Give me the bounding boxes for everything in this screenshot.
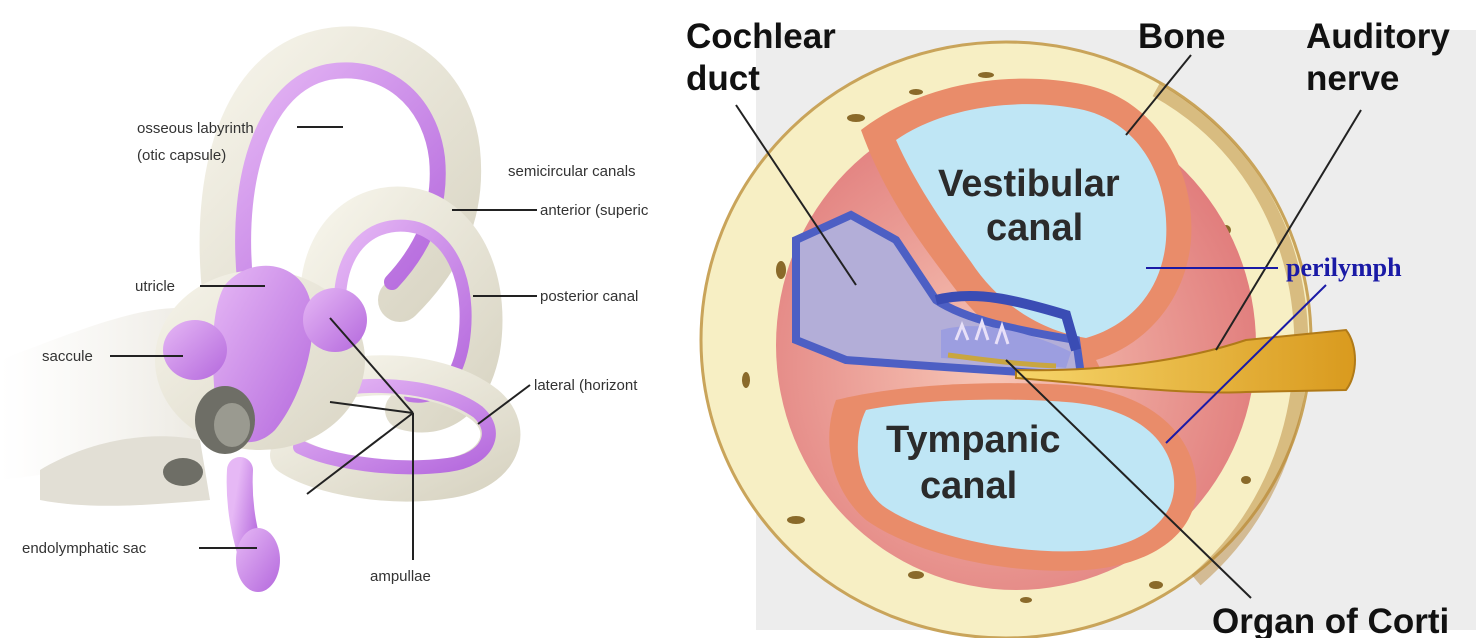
endolymphatic-sac-shape <box>236 528 280 592</box>
labyrinth-drawing: osseous labyrinth (otic capsule) semicir… <box>0 0 686 638</box>
label-bone: Bone <box>1138 17 1226 56</box>
label-vestibular-canal-2: canal <box>986 207 1083 249</box>
label-ampullae: ampullae <box>370 568 431 585</box>
label-organ-of-corti: Organ of Corti <box>1212 602 1449 638</box>
label-auditory-nerve-2: nerve <box>1306 59 1399 98</box>
label-tympanic-canal-1: Tympanic <box>886 419 1061 461</box>
cochlea-cross-section-illustration: Cochlear duct Bone Auditory nerve Vestib… <box>686 0 1476 638</box>
label-auditory-nerve-1: Auditory <box>1306 17 1450 56</box>
label-semicircular-canals: semicircular canals <box>508 163 636 180</box>
label-cochlear-duct-1: Cochlear <box>686 17 836 56</box>
label-cochlear-duct-2: duct <box>686 59 760 98</box>
vestibular-labyrinth-illustration: osseous labyrinth (otic capsule) semicir… <box>0 0 686 638</box>
label-vestibular-canal-1: Vestibular <box>938 163 1120 205</box>
cochlea-drawing: Cochlear duct Bone Auditory nerve Vestib… <box>686 0 1476 638</box>
label-posterior-canal: posterior canal <box>540 288 638 305</box>
saccule-body <box>163 320 227 380</box>
label-endolymphatic-sac: endolymphatic sac <box>22 540 147 557</box>
label-tympanic-canal-2: canal <box>920 465 1017 507</box>
label-saccule: saccule <box>42 348 93 365</box>
label-otic-capsule: (otic capsule) <box>137 147 226 164</box>
label-perilymph: perilymph <box>1286 253 1402 282</box>
label-anterior-canal: anterior (superic <box>540 202 649 219</box>
ampulla-anterior <box>303 288 367 352</box>
round-window <box>163 458 203 486</box>
label-utricle: utricle <box>135 278 175 295</box>
label-osseous-labyrinth: osseous labyrinth <box>137 120 254 137</box>
label-lateral-canal: lateral (horizont <box>534 377 638 394</box>
oval-window-inner <box>214 403 250 447</box>
